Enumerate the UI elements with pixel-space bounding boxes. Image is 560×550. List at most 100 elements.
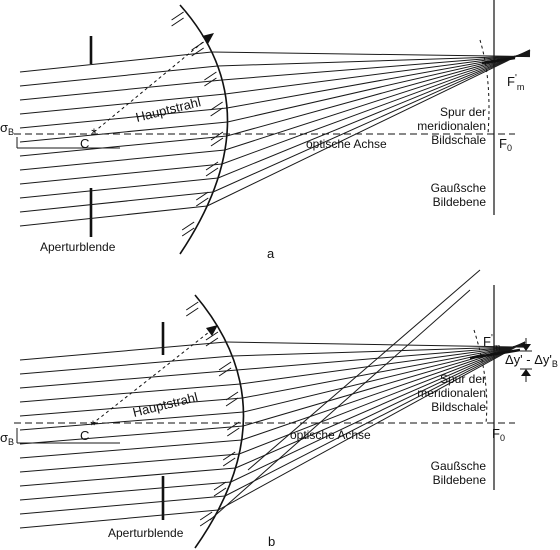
chief-ray-label-b: Hauptstrahl (131, 389, 199, 420)
hatch-mark-b (222, 457, 236, 467)
hatch-mark-b (205, 331, 219, 341)
incoming-ray-a (19, 107, 228, 129)
spur-label-a-2: meridionalen (417, 119, 486, 133)
fm-letter-a: F (507, 74, 515, 89)
hatch-mark-a (205, 167, 219, 177)
fm-prime-b: ' (491, 333, 493, 344)
delta-label-b: Δy' - Δy'B (505, 352, 558, 369)
f0-sub-b: 0 (500, 433, 505, 443)
gauss-label-b-2: Bildebene (433, 473, 487, 487)
marginal-ray-b (209, 289, 471, 521)
hatch-mark-a (210, 101, 223, 111)
fm-sub-a: m (517, 82, 525, 92)
spur-label-b-1: Spur der (440, 372, 486, 386)
reflected-ray-b (239, 341, 526, 455)
hatch-mark-a (196, 197, 209, 207)
reflected-ray-a (217, 49, 531, 179)
hatch-mark-b (213, 487, 227, 497)
hatch-mark-b (213, 481, 227, 491)
hatch-mark-a (181, 221, 195, 231)
reflected-ray-a (224, 51, 531, 151)
mirror-hatching-a (171, 11, 224, 237)
incoming-ray-a (19, 135, 227, 157)
panel-label-a: a (267, 246, 275, 261)
gauss-label-a-2: Bildebene (433, 195, 487, 209)
focus-bundle-b (469, 348, 521, 360)
hatch-mark-a (204, 77, 217, 87)
incoming-ray-b (19, 439, 242, 459)
reflected-ray-a (226, 51, 531, 137)
incoming-ray-a (19, 149, 226, 171)
incoming-ray-a (19, 163, 223, 185)
hatch-mark-a (181, 227, 195, 237)
hatch-mark-b (227, 421, 240, 431)
sigma-symbol-a: σ (0, 120, 8, 135)
stop-label-a: Aperturblende (40, 240, 116, 254)
fm-prime-a: ' (515, 73, 517, 84)
incoming-rays-b (19, 341, 244, 529)
incoming-ray-b (19, 425, 244, 445)
reflected-ray-a (226, 53, 531, 109)
delta-arrowhead-bottom-b (521, 369, 531, 376)
meridional-shell-a (479, 39, 490, 135)
hatch-mark-a (171, 11, 184, 21)
reflected-ray-a (222, 54, 531, 81)
hatch-mark-b (218, 361, 232, 371)
radius-line-a (93, 32, 215, 133)
reflected-ray-a (217, 55, 531, 67)
hatch-mark-b (227, 427, 240, 437)
center-star-a: * (91, 125, 97, 141)
reflected-ray-b (242, 344, 526, 399)
f0-sub-a: 0 (507, 143, 512, 153)
sigma-sub-a: B (8, 127, 14, 137)
delta-text-b: Δy' - Δy' (505, 352, 552, 367)
f0-letter-a: F (499, 136, 507, 151)
f0-letter-b: F (492, 426, 500, 441)
incoming-ray-b (19, 453, 240, 473)
spur-label-a-3: Bildschale (431, 133, 486, 147)
hatch-mark-b (199, 511, 213, 521)
reflected-ray-a (227, 52, 531, 123)
panel-b: * C σB Hauptstrahl optische Achse Apertu… (0, 269, 558, 549)
incoming-ray-a (19, 93, 226, 115)
hatch-mark-a (210, 131, 224, 141)
radius-arrowhead-a (202, 33, 214, 44)
sigma-symbol-b: σ (0, 430, 8, 445)
axis-label-b: optische Achse (290, 428, 371, 442)
reflected-ray-a (211, 51, 531, 58)
incoming-ray-a (19, 177, 219, 199)
reflected-ray-b (243, 343, 526, 413)
hatch-mark-b (225, 397, 239, 407)
incoming-ray-b (19, 495, 226, 515)
incoming-ray-a (19, 121, 228, 143)
radius-line-b (91, 324, 219, 425)
fm-label-a: F'm (507, 73, 524, 92)
incoming-ray-a (19, 205, 208, 227)
reflected-ray-b (226, 341, 526, 348)
hatch-mark-b (205, 337, 219, 347)
sigma-label-b: σB (0, 430, 14, 447)
incoming-ray-b (19, 369, 237, 389)
axis-label-a: optische Achse (306, 137, 387, 151)
spherical-mirror-b (194, 294, 245, 549)
fm-sub-b: m (493, 342, 501, 352)
hatch-mark-a (210, 137, 224, 147)
panel-label-b: b (268, 534, 275, 549)
hatch-mark-a (210, 107, 223, 117)
reflected-ray-a (221, 50, 531, 165)
incoming-ray-b (19, 411, 244, 431)
focus-bundle-a (481, 56, 516, 65)
hatch-mark-a (196, 191, 209, 201)
incoming-ray-a (19, 79, 223, 101)
center-label-a: C (80, 136, 89, 151)
incoming-ray-a (19, 51, 212, 73)
reflected-ray-b (218, 341, 526, 511)
delta-sub-b: B (552, 359, 558, 369)
hatch-mark-a (191, 47, 204, 57)
incoming-ray-a (19, 191, 214, 213)
hatch-mark-b (185, 307, 199, 317)
hatch-mark-a (204, 71, 217, 81)
radius-arrowhead-b (206, 325, 218, 336)
meridional-shell-b (473, 329, 488, 424)
